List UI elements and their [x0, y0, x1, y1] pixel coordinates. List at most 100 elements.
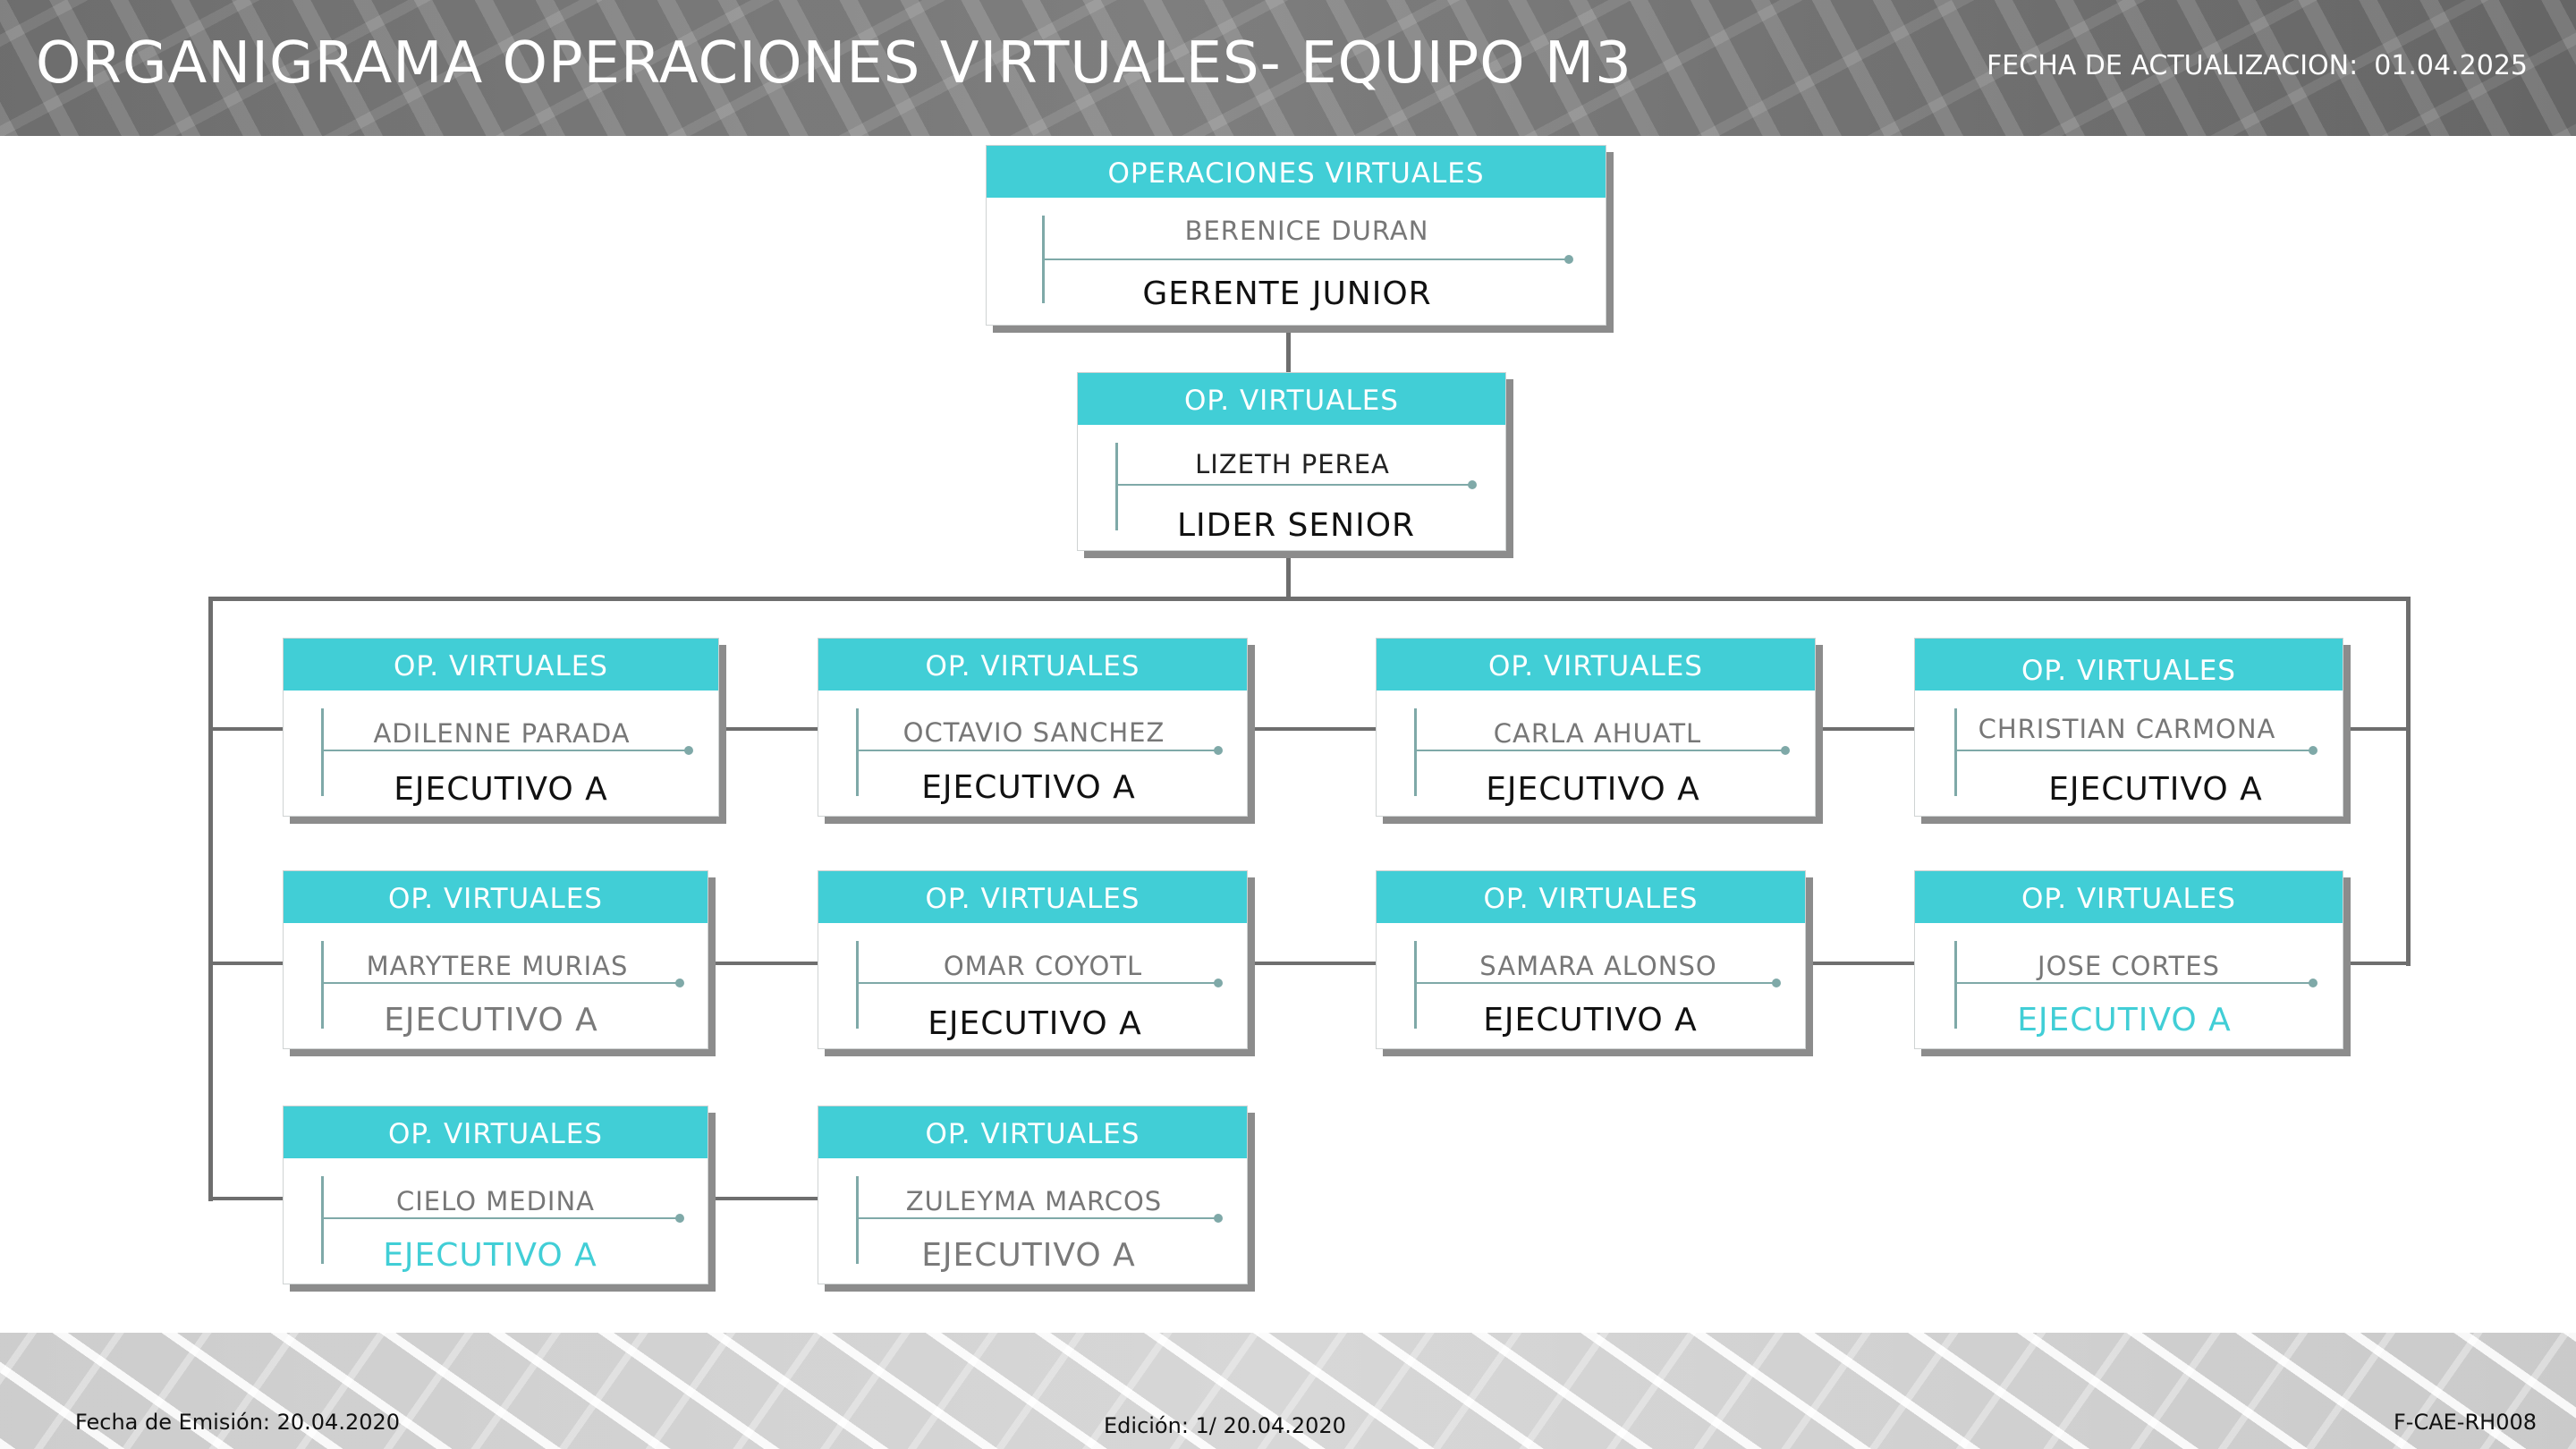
box-role: EJECUTIVO A — [2017, 1002, 2232, 1038]
box-divider-dot — [1772, 979, 1781, 987]
org-box-executive: OP. VIRTUALES CHRISTIAN CARMONA EJECUTIV… — [1914, 638, 2343, 817]
box-role: LIDER SENIOR — [1176, 507, 1416, 544]
box-role: GERENTE JUNIOR — [1142, 275, 1432, 312]
box-divider-dot — [684, 746, 693, 755]
box-divider-horizontal — [1414, 750, 1784, 751]
org-box-executive: OP. VIRTUALES CIELO MEDINA EJECUTIVO A — [283, 1106, 708, 1284]
box-area-label: OPERACIONES VIRTUALES — [987, 146, 1606, 198]
connector-row1-e — [2342, 727, 2409, 731]
box-divider-dot — [2309, 979, 2318, 987]
connector-lead-trunk — [1286, 556, 1291, 599]
org-box-executive: OP. VIRTUALES JOSE CORTES EJECUTIVO A — [1914, 870, 2343, 1049]
box-divider-horizontal — [1042, 258, 1568, 260]
org-box-executive: OP. VIRTUALES CARLA AHUATL EJECUTIVO A — [1376, 638, 1816, 817]
footer-edition: Edición: 1/ 20.04.2020 — [1104, 1413, 1346, 1438]
box-person-name: CARLA AHUATL — [1493, 718, 1702, 749]
box-divider-dot — [1214, 1214, 1223, 1223]
box-divider-horizontal — [321, 982, 679, 984]
footer-banner — [0, 1333, 2576, 1449]
box-area-label: OP. VIRTUALES — [1377, 639, 1815, 691]
box-area-label: OP. VIRTUALES — [284, 1106, 708, 1158]
box-divider-horizontal — [1414, 982, 1775, 984]
box-area-label: OP. VIRTUALES — [818, 1106, 1247, 1158]
box-divider-dot — [675, 1214, 684, 1223]
box-divider-vertical — [1954, 708, 1957, 796]
box-person-name: BERENICE DURAN — [1184, 216, 1429, 246]
box-person-name: CIELO MEDINA — [395, 1186, 596, 1216]
box-person-name: CHRISTIAN CARMONA — [1978, 714, 2276, 744]
box-area-label: OP. VIRTUALES — [818, 639, 1247, 691]
box-divider-dot — [1214, 746, 1223, 755]
org-box-executive: OP. VIRTUALES SAMARA ALONSO EJECUTIVO A — [1376, 870, 1806, 1049]
box-divider-horizontal — [1954, 750, 2312, 751]
box-role: EJECUTIVO A — [928, 1005, 1142, 1042]
box-area-label: OP. VIRTUALES — [818, 871, 1247, 923]
connector-right-rail — [2406, 597, 2411, 966]
org-box-executive: OP. VIRTUALES ZULEYMA MARCOS EJECUTIVO A — [818, 1106, 1248, 1284]
connector-horizontal-main — [208, 597, 2411, 601]
connector-row1-d — [1814, 727, 1914, 731]
box-divider-horizontal — [856, 750, 1217, 751]
box-divider-vertical — [321, 1176, 324, 1264]
box-person-name: OCTAVIO SANCHEZ — [902, 717, 1165, 748]
connector-row1-c — [1246, 727, 1376, 731]
box-divider-dot — [1468, 480, 1477, 489]
box-person-name: SAMARA ALONSO — [1479, 951, 1717, 981]
box-divider-vertical — [1414, 708, 1417, 796]
box-role: EJECUTIVO A — [2048, 771, 2263, 808]
box-area-label: OP. VIRTUALES — [284, 871, 708, 923]
box-divider-vertical — [321, 941, 324, 1029]
box-area-label: OP. VIRTUALES — [1915, 871, 2343, 923]
box-area-label: OP. VIRTUALES — [1377, 871, 1805, 923]
connector-left-rail — [208, 597, 213, 1201]
footer-document-code: F-CAE-RH008 — [2394, 1410, 2537, 1435]
update-value: 01.04.2025 — [2374, 50, 2528, 81]
box-role: EJECUTIVO A — [921, 1237, 1136, 1274]
connector-row1-b — [717, 727, 818, 731]
connector-row2-c — [1246, 962, 1376, 965]
org-box-executive: OP. VIRTUALES MARYTERE MURIAS EJECUTIVO … — [283, 870, 708, 1049]
box-person-name: OMAR COYOTL — [943, 951, 1143, 981]
org-box-lead: OP. VIRTUALES LIZETH PEREA LIDER SENIOR — [1077, 372, 1506, 551]
update-date: FECHA DE ACTUALIZACION: 01.04.2025 — [1987, 50, 2528, 81]
org-box-executive: OP. VIRTUALES OCTAVIO SANCHEZ EJECUTIVO … — [818, 638, 1248, 817]
connector-row2-a — [208, 962, 283, 965]
update-label: FECHA DE ACTUALIZACION: — [1987, 50, 2359, 81]
connector-row1-a — [208, 727, 283, 731]
connector-row2-e — [2342, 962, 2409, 965]
box-area-label: OP. VIRTUALES — [284, 639, 718, 691]
box-divider-vertical — [856, 708, 859, 796]
box-divider-dot — [2309, 746, 2318, 755]
box-person-name: LIZETH PEREA — [1195, 449, 1390, 479]
connector-top-lead — [1286, 324, 1291, 374]
org-box-executive: OP. VIRTUALES OMAR COYOTL EJECUTIVO A — [818, 870, 1248, 1049]
box-person-name: MARYTERE MURIAS — [366, 951, 629, 981]
box-divider-dot — [1781, 746, 1790, 755]
header-banner: ORGANIGRAMA OPERACIONES VIRTUALES- EQUIP… — [0, 0, 2576, 136]
box-divider-horizontal — [856, 1217, 1217, 1219]
box-role: EJECUTIVO A — [1483, 1002, 1698, 1038]
footer-emission-date: Fecha de Emisión: 20.04.2020 — [75, 1410, 401, 1435]
box-area-label: OP. VIRTUALES — [1078, 373, 1505, 425]
connector-row3-b — [707, 1197, 818, 1200]
connector-row2-d — [1804, 962, 1914, 965]
box-divider-dot — [1564, 255, 1573, 264]
box-divider-horizontal — [1115, 484, 1471, 486]
box-person-name: ADILENNE PARADA — [373, 718, 631, 749]
box-role: EJECUTIVO A — [384, 1002, 598, 1038]
box-area-label: OP. VIRTUALES — [1915, 639, 2343, 691]
box-divider-horizontal — [856, 982, 1217, 984]
box-role: EJECUTIVO A — [383, 1237, 597, 1274]
box-divider-vertical — [1414, 941, 1417, 1029]
connector-row3-a — [208, 1197, 283, 1200]
box-person-name: JOSE CORTES — [2038, 951, 2220, 981]
org-box-manager: OPERACIONES VIRTUALES BERENICE DURAN GER… — [986, 145, 1606, 326]
box-divider-dot — [675, 979, 684, 987]
box-role: EJECUTIVO A — [394, 771, 608, 808]
box-person-name: ZULEYMA MARCOS — [905, 1186, 1163, 1216]
box-divider-vertical — [856, 941, 859, 1029]
box-divider-vertical — [1954, 941, 1957, 1029]
box-divider-vertical — [321, 708, 324, 796]
box-divider-horizontal — [321, 1217, 679, 1219]
box-role: EJECUTIVO A — [921, 769, 1136, 806]
